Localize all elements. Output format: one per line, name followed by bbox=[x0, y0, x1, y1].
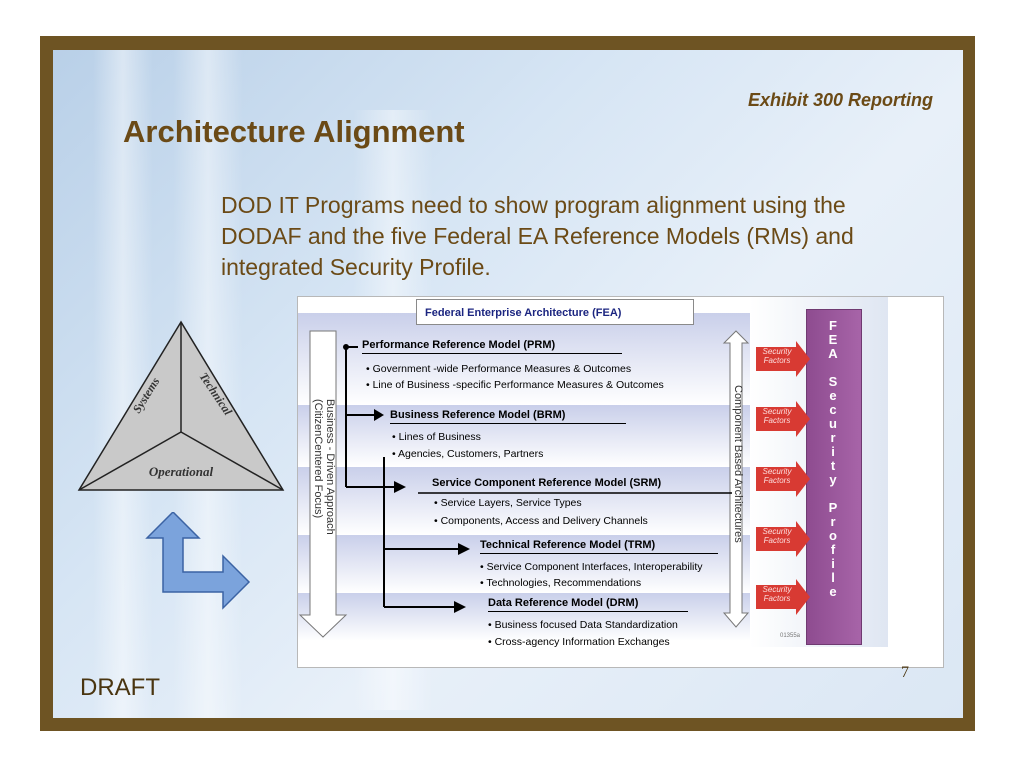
slide: Exhibit 300 Reporting Architecture Align… bbox=[53, 50, 963, 718]
security-factor-arrow: Security Factors bbox=[756, 521, 812, 557]
trm-title: Technical Reference Model (TRM) bbox=[480, 539, 718, 554]
security-factor-arrow: Security Factors bbox=[756, 461, 812, 497]
srm-title: Service Component Reference Model (SRM) bbox=[432, 477, 662, 489]
brm-bullet: • Agencies, Customers, Partners bbox=[392, 448, 544, 460]
diagram-arrows bbox=[298, 330, 750, 638]
srm-bullet: • Service Layers, Service Types bbox=[434, 497, 582, 509]
security-profile-label: F E A S e c u r i t y P r o f i l e bbox=[828, 318, 838, 599]
security-factor-arrow: Security Factors bbox=[756, 341, 812, 377]
security-factor-arrow: Security Factors bbox=[756, 579, 812, 615]
draft-label: DRAFT bbox=[80, 674, 160, 701]
trm-bullet: • Service Component Interfaces, Interope… bbox=[480, 561, 703, 573]
brm-title: Business Reference Model (BRM) bbox=[390, 409, 626, 424]
trm-bullet: • Technologies, Recommendations bbox=[480, 577, 642, 589]
prm-bullet: • Government -wide Performance Measures … bbox=[366, 363, 632, 375]
triangle-label-operational: Operational bbox=[149, 464, 214, 479]
diagram-code: 01355a bbox=[780, 633, 801, 639]
left-axis-label: Business - Driven Approach bbox=[324, 399, 336, 535]
left-axis-sublabel: (CitizenCentered Focus) bbox=[312, 399, 324, 519]
slide-title: Architecture Alignment bbox=[123, 114, 465, 149]
security-factor-arrow: Security Factors bbox=[756, 401, 812, 437]
fea-title: Federal Enterprise Architecture (FEA) bbox=[416, 299, 694, 325]
dodaf-triangle: Systems Technical Operational bbox=[77, 320, 285, 491]
prm-title: Performance Reference Model (PRM) bbox=[362, 339, 622, 354]
drm-bullet: • Cross-agency Information Exchanges bbox=[488, 636, 670, 648]
prm-bullet: • Line of Business -specific Performance… bbox=[366, 379, 664, 391]
srm-bullet: • Components, Access and Delivery Channe… bbox=[434, 515, 648, 527]
right-axis-label: Component Based Architectures bbox=[732, 385, 744, 543]
brm-bullet: • Lines of Business bbox=[392, 431, 481, 443]
body-text: DOD IT Programs need to show program ali… bbox=[221, 192, 854, 280]
drm-bullet: • Business focused Data Standardization bbox=[488, 619, 678, 631]
drm-title: Data Reference Model (DRM) bbox=[488, 597, 688, 612]
bent-double-arrow-icon bbox=[145, 512, 251, 610]
fea-diagram: Federal Enterprise Architecture (FEA) Bu… bbox=[297, 296, 944, 668]
exhibit-label: Exhibit 300 Reporting bbox=[747, 90, 933, 110]
page-number: 7 bbox=[901, 664, 909, 681]
